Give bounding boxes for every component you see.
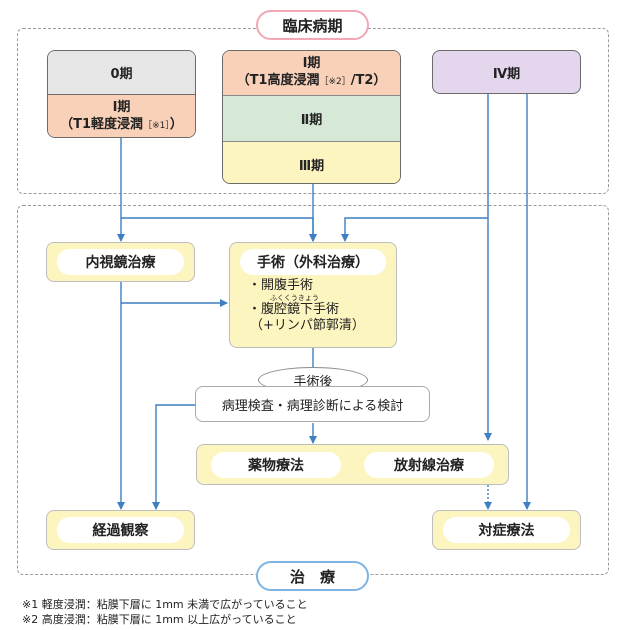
palliative-box: 対症療法 — [432, 510, 581, 550]
stage-header: 臨床病期 — [256, 10, 369, 40]
stage-3: Ⅲ期 — [223, 142, 400, 183]
stage-1-mild: Ⅰ期 （T1軽度浸潤［※1］） — [48, 95, 195, 137]
stage-0-1-box: 0期 Ⅰ期 （T1軽度浸潤［※1］） — [47, 50, 196, 138]
open-surgery: ・開腹手術 — [248, 278, 314, 293]
endoscopic-treatment: 内視鏡治療 — [57, 249, 184, 275]
endoscopic-box: 内視鏡治療 — [46, 242, 195, 282]
palliative-care: 対症療法 — [443, 517, 570, 543]
radiation-therapy: 放射線治療 — [364, 451, 494, 478]
stage-1-3-box: Ⅰ期 （T1高度浸潤［※2］/T2） Ⅱ期 Ⅲ期 — [222, 50, 401, 184]
stage-4: Ⅳ期 — [432, 50, 581, 94]
lap-surgery: ・腹腔鏡下手術 — [248, 302, 340, 317]
surgery-box: 手術（外科治療） ・開腹手術 ふくくうきょう ・腹腔鏡下手術 （+リンパ節郭清） — [229, 242, 397, 348]
surgery-methods: ・開腹手術 ふくくうきょう ・腹腔鏡下手術 （+リンパ節郭清） — [240, 278, 386, 334]
drug-radiation-box: 薬物療法 放射線治療 — [196, 444, 509, 485]
stage-0: 0期 — [48, 51, 195, 95]
footnote-2: ※2 高度浸潤：粘膜下層に 1mm 以上広がっていること — [22, 613, 297, 626]
treatment-header: 治 療 — [256, 561, 369, 591]
drug-therapy: 薬物療法 — [211, 451, 341, 478]
lymph-dissection: （+リンパ節郭清） — [250, 318, 365, 333]
observation-box: 経過観察 — [46, 510, 195, 550]
follow-up-observation: 経過観察 — [57, 517, 184, 543]
stage-2: Ⅱ期 — [223, 96, 400, 142]
footnote-1: ※1 軽度浸潤：粘膜下層に 1mm 未満で広がっていること — [22, 598, 308, 611]
pathology-review: 病理検査・病理診断による検討 — [195, 386, 430, 422]
lap-furigana: ふくくうきょう — [270, 294, 319, 302]
stage-1-severe: Ⅰ期 （T1高度浸潤［※2］/T2） — [223, 51, 400, 96]
surgery-title: 手術（外科治療） — [240, 249, 386, 275]
